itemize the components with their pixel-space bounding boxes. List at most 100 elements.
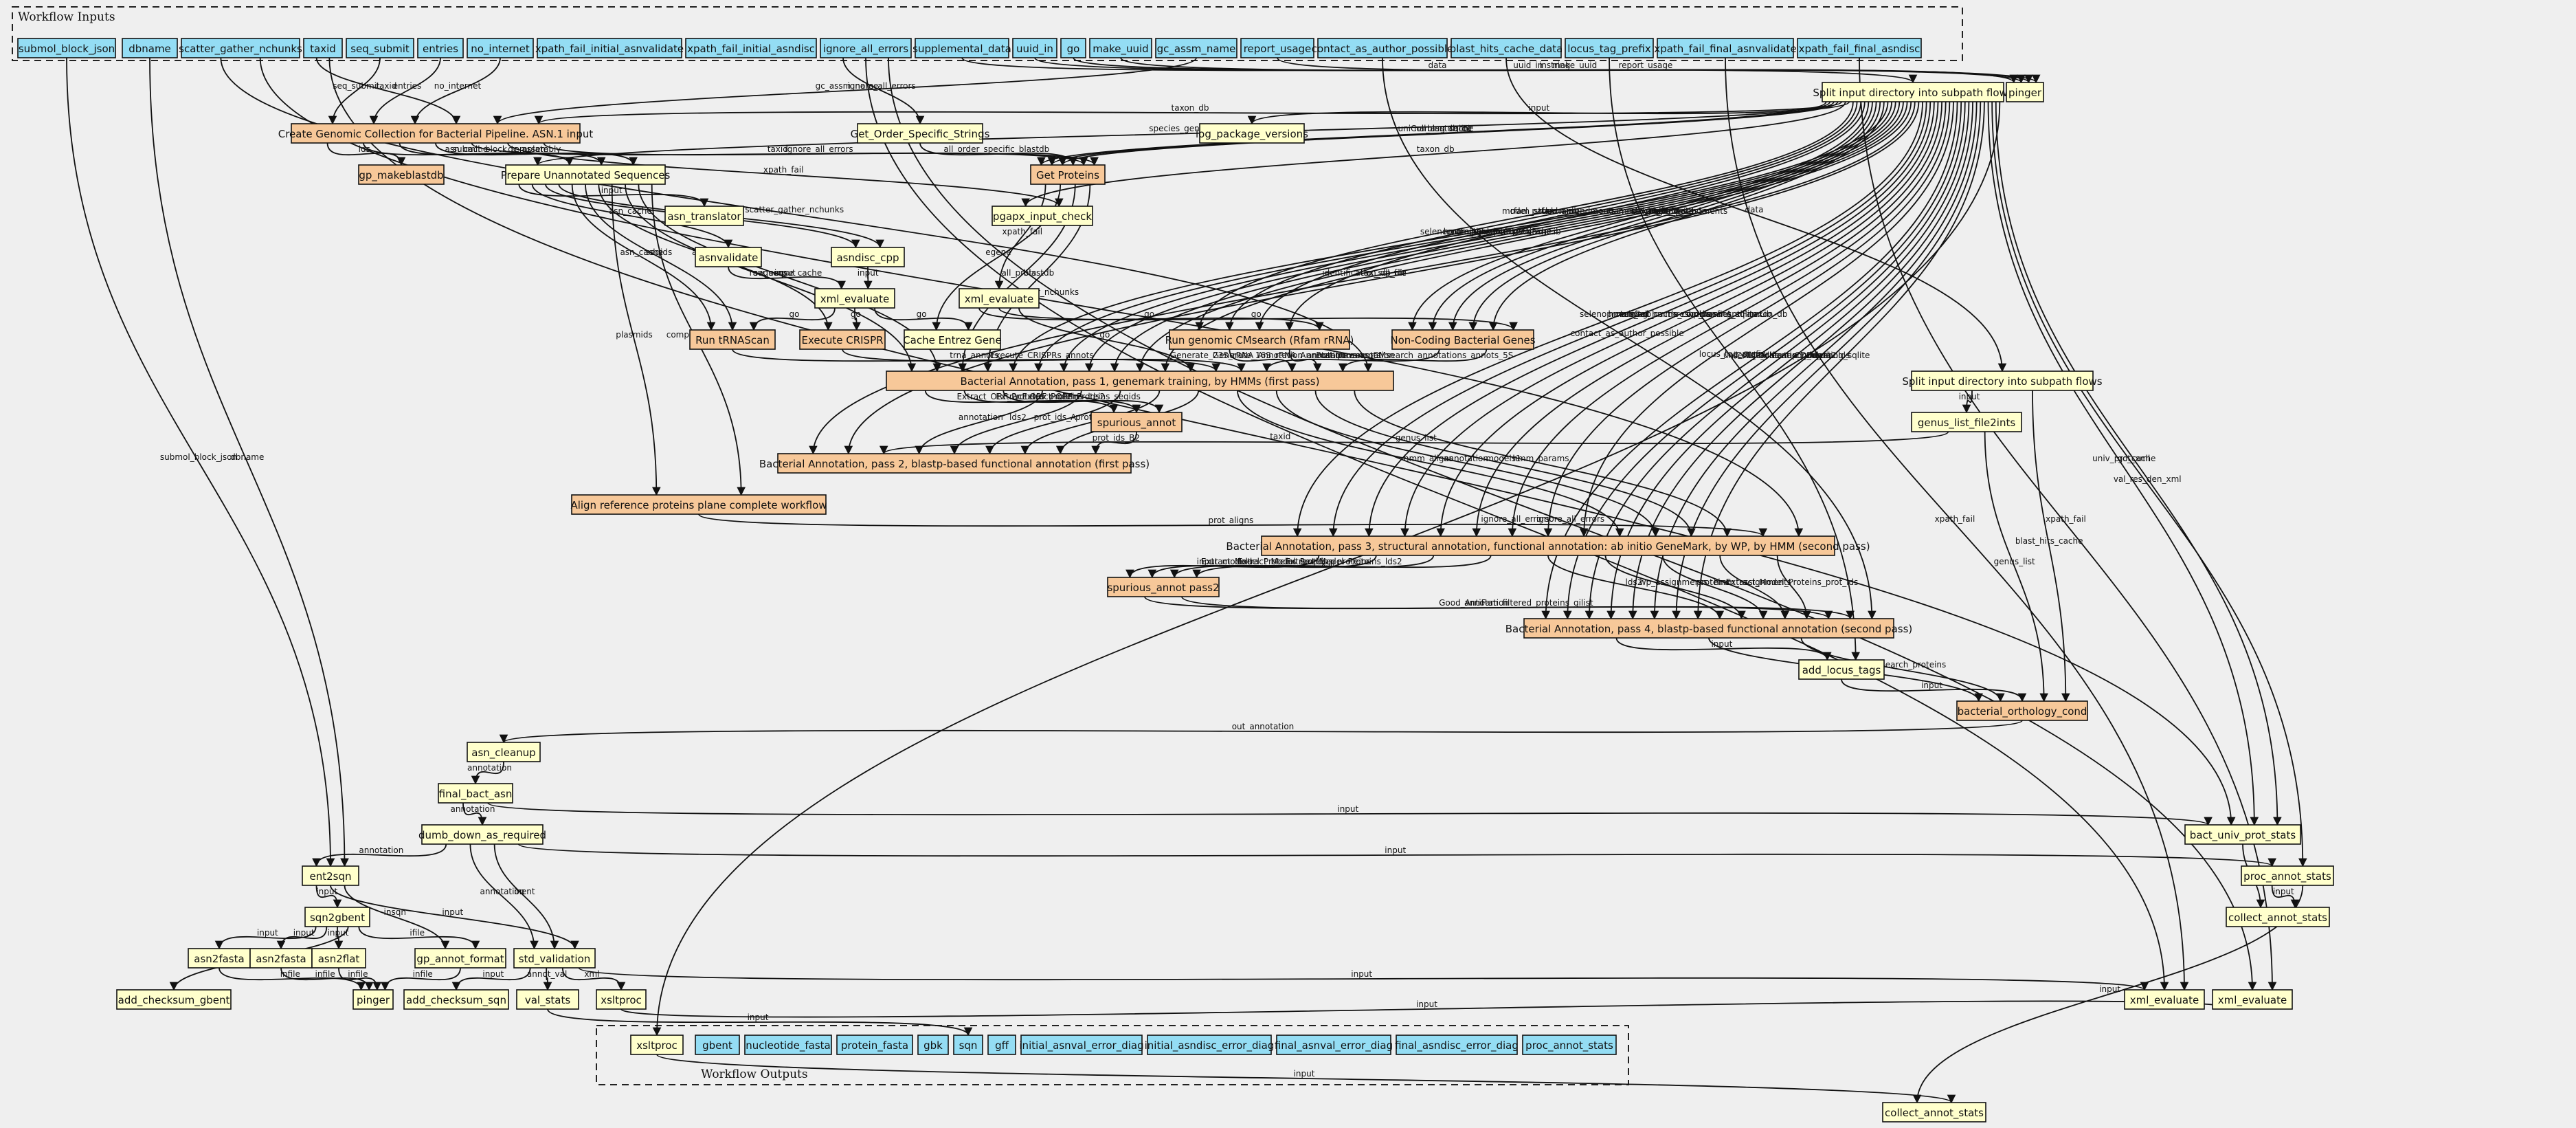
node-box[interactable] xyxy=(814,288,895,309)
node-collect-mid[interactable]: collect_annot_stats xyxy=(2226,907,2330,927)
node-box[interactable] xyxy=(2124,989,2205,1010)
node-spurious2[interactable]: spurious_annot pass2 xyxy=(1107,577,1220,597)
node-box[interactable] xyxy=(513,948,596,969)
node-box[interactable] xyxy=(303,38,343,58)
node-box[interactable] xyxy=(1107,577,1220,597)
node-out-nucleotide-fasta[interactable]: nucleotide_fasta xyxy=(744,1035,832,1055)
node-in-scatter-gather-nchunks[interactable]: scatter_gather_nchunks xyxy=(179,38,302,58)
node-in-locus-tag-prefix[interactable]: locus_tag_prefix xyxy=(1565,38,1654,58)
node-in-xpath-fail-initial-asnvalidate[interactable]: xpath_fail_initial_asnvalidate xyxy=(535,38,684,58)
node-box[interactable] xyxy=(1155,38,1237,58)
node-in-xpath-fail-initial-asndisc[interactable]: xpath_fail_initial_asndisc xyxy=(685,38,817,58)
node-asndisc-cpp[interactable]: asndisc_cpp xyxy=(831,247,905,267)
node-in-blast-hits-cache-data[interactable]: blast_hits_cache_data xyxy=(1450,38,1563,58)
node-box[interactable] xyxy=(1797,38,1922,58)
node-cache-entrez[interactable]: Cache Entrez Gene xyxy=(903,329,1002,350)
node-box[interactable] xyxy=(122,38,178,58)
node-box[interactable] xyxy=(2241,865,2334,886)
node-add-ck-sqn[interactable]: add_checksum_sqn xyxy=(403,989,509,1010)
node-ba-pass4[interactable]: Bacterial Annotation, pass 4, blastp-bas… xyxy=(1505,618,1913,639)
node-box[interactable] xyxy=(537,38,682,58)
node-box[interactable] xyxy=(505,164,666,185)
node-out-initial-asndisc[interactable]: initial_asndisc_error_diag xyxy=(1145,1035,1275,1055)
node-box[interactable] xyxy=(414,948,506,969)
node-add-locus[interactable]: add_locus_tags xyxy=(1798,659,1885,680)
node-split1[interactable]: Split input directory into subpath flows xyxy=(1813,82,2013,102)
node-out-gff[interactable]: gff xyxy=(987,1035,1016,1055)
node-xsltproc-b[interactable]: xsltproc xyxy=(630,1035,684,1055)
node-box[interactable] xyxy=(857,123,983,144)
node-box[interactable] xyxy=(695,247,762,267)
node-bact-orth[interactable]: bacterial_orthology_cond xyxy=(1956,700,2088,721)
node-box[interactable] xyxy=(516,989,579,1010)
node-box[interactable] xyxy=(1522,1035,1617,1055)
node-log-pkg[interactable]: log_package_versions xyxy=(1196,123,1308,144)
node-box[interactable] xyxy=(1169,329,1350,350)
node-box[interactable] xyxy=(291,123,581,144)
node-box[interactable] xyxy=(438,783,513,804)
node-box[interactable] xyxy=(987,1035,1016,1055)
node-in-taxid[interactable]: taxid xyxy=(303,38,343,58)
node-box[interactable] xyxy=(1822,82,2004,102)
node-sqn2gbent[interactable]: sqn2gbent xyxy=(304,907,370,927)
node-ent2sqn[interactable]: ent2sqn xyxy=(302,865,359,886)
node-box[interactable] xyxy=(1012,38,1057,58)
node-box[interactable] xyxy=(744,1035,832,1055)
node-xsltproc-a[interactable]: xsltproc xyxy=(596,989,647,1010)
node-in-no-internet[interactable]: no_internet xyxy=(467,38,534,58)
node-exec-crispr[interactable]: Execute CRISPR xyxy=(799,329,886,350)
node-in-make-uuid[interactable]: make_uuid xyxy=(1089,38,1152,58)
node-box[interactable] xyxy=(596,989,647,1010)
node-in-supplemental-data[interactable]: supplemental_data xyxy=(912,38,1011,58)
node-box[interactable] xyxy=(467,742,541,762)
node-box[interactable] xyxy=(346,38,414,58)
node-box[interactable] xyxy=(181,38,300,58)
node-create-genomic[interactable]: Create Genomic Collection for Bacterial … xyxy=(278,123,594,144)
node-box[interactable] xyxy=(1060,38,1086,58)
node-box[interactable] xyxy=(421,824,544,845)
node-asn2fasta-b[interactable]: asn2fasta xyxy=(249,948,313,969)
node-gp-annot[interactable]: gp_annot_format xyxy=(414,948,506,969)
node-box[interactable] xyxy=(1798,659,1885,680)
node-in-xpath-fail-final-asndisc[interactable]: xpath_fail_final_asndisc xyxy=(1797,38,1922,58)
node-final-bact[interactable]: final_bact_asn xyxy=(438,783,513,804)
node-pinger-bot[interactable]: pinger xyxy=(352,989,394,1010)
node-box[interactable] xyxy=(1882,1102,1986,1123)
node-box[interactable] xyxy=(953,1035,983,1055)
node-box[interactable] xyxy=(777,453,1132,474)
node-box[interactable] xyxy=(1147,1035,1272,1055)
node-box[interactable] xyxy=(799,329,886,350)
node-out-gbent[interactable]: gbent xyxy=(695,1035,740,1055)
node-box[interactable] xyxy=(571,494,827,515)
node-box[interactable] xyxy=(311,948,366,969)
node-in-submol-block-json[interactable]: submol_block_json xyxy=(17,38,116,58)
node-proc-annot[interactable]: proc_annot_stats xyxy=(2241,865,2334,886)
node-box[interactable] xyxy=(2184,824,2301,845)
node-box[interactable] xyxy=(915,38,1009,58)
node-in-uuid-in[interactable]: uuid_in xyxy=(1012,38,1057,58)
node-asn-cleanup[interactable]: asn_cleanup xyxy=(467,742,541,762)
node-in-go[interactable]: go xyxy=(1060,38,1086,58)
node-box[interactable] xyxy=(904,329,1001,350)
node-box[interactable] xyxy=(1261,535,1835,556)
node-box[interactable] xyxy=(1317,38,1448,58)
node-box[interactable] xyxy=(1090,412,1183,432)
node-genus-list[interactable]: genus_list_file2ints xyxy=(1911,412,2022,432)
node-in-seq-submit[interactable]: seq_submit xyxy=(346,38,414,58)
node-box[interactable] xyxy=(1911,371,2094,391)
node-box[interactable] xyxy=(1523,618,1894,639)
node-box[interactable] xyxy=(1911,412,2022,432)
node-in-report-usage[interactable]: report_usage xyxy=(1240,38,1314,58)
node-run-trnascan[interactable]: Run tRNAScan xyxy=(689,329,776,350)
node-box[interactable] xyxy=(304,907,370,927)
node-out-protein-fasta[interactable]: protein_fasta xyxy=(836,1035,913,1055)
node-out-proc-annot[interactable]: proc_annot_stats xyxy=(1522,1035,1617,1055)
node-asn-translator[interactable]: asn_translator xyxy=(664,206,744,226)
node-ba-pass3[interactable]: Bacterial Annotation, pass 3, structural… xyxy=(1226,535,1870,556)
node-box[interactable] xyxy=(1565,38,1654,58)
node-noncoding[interactable]: Non-Coding Bacterial Genes xyxy=(1390,329,1536,350)
node-box[interactable] xyxy=(467,38,534,58)
node-box[interactable] xyxy=(831,247,905,267)
node-box[interactable] xyxy=(685,38,817,58)
node-bact-univ[interactable]: bact_univ_prot_stats xyxy=(2184,824,2301,845)
